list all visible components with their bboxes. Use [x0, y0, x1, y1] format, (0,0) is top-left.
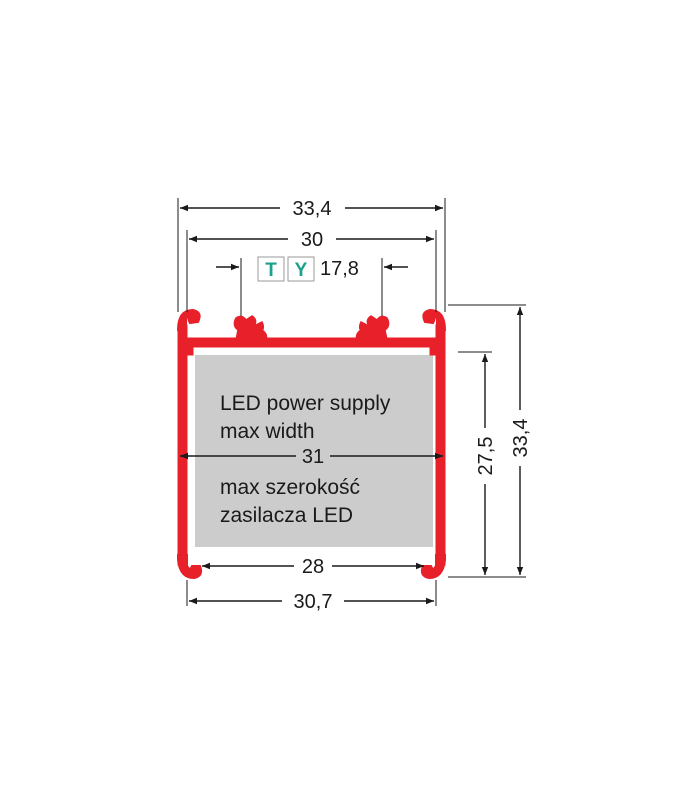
extension-lines	[177, 198, 526, 606]
badge-y-box	[287, 256, 315, 282]
dim-outer-width-label: 33,4	[293, 198, 332, 220]
badge-y: Y	[295, 260, 308, 281]
note-en-line1: LED power supply	[220, 392, 391, 415]
dim-outer-height-label: 33,4	[510, 419, 532, 458]
dim-mount-spacing-label: 17,8	[320, 258, 359, 280]
note-pl-line1: max szerokość	[220, 476, 360, 499]
dim-inner-width-label: 30	[301, 229, 323, 251]
badge-t: T	[265, 260, 277, 281]
dim-mount-spacing: T Y 17,8	[216, 256, 408, 282]
badge-t-box	[257, 256, 285, 282]
dim-outer-height: 33,4	[510, 307, 532, 575]
aluminium-profile	[176, 308, 447, 580]
dim-bottom-inner: 28	[202, 556, 424, 578]
dim-bottom-outer: 30,7	[189, 591, 434, 613]
supply-notes: LED power supply max width max szerokość…	[220, 392, 391, 527]
supply-area	[195, 355, 433, 547]
dim-supply-width: 31	[180, 446, 443, 468]
dim-inner-width: 30	[189, 229, 434, 251]
note-en-line2: max width	[220, 420, 315, 443]
dim-inner-height: 27,5	[475, 354, 497, 575]
dim-outer-width: 33,4	[180, 198, 443, 220]
dim-supply-width-label: 31	[302, 446, 324, 468]
dim-inner-height-label: 27,5	[475, 437, 497, 476]
note-pl-line2: zasilacza LED	[220, 504, 353, 527]
dim-bottom-outer-label: 30,7	[294, 591, 333, 613]
dim-bottom-inner-label: 28	[302, 556, 324, 578]
